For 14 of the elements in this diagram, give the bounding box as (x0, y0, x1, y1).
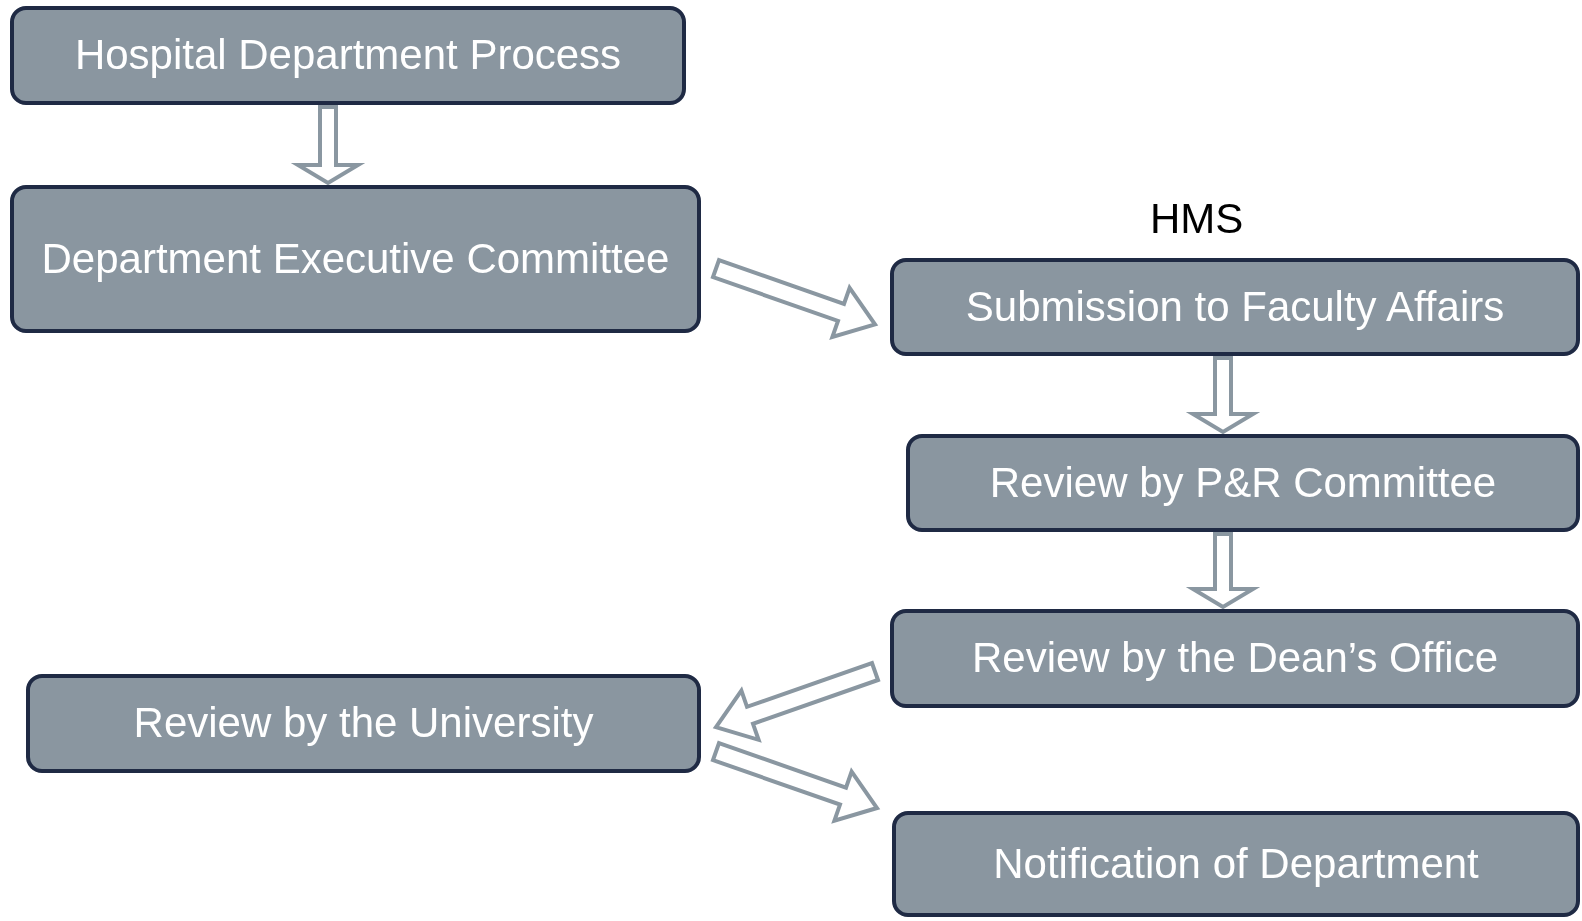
process-box: Submission to Faculty Affairs (890, 258, 1580, 356)
block-arrow (710, 740, 881, 824)
block-arrow (712, 660, 881, 743)
process-box: Review by the University (26, 674, 701, 773)
process-box: Review by the Dean’s Office (890, 609, 1580, 708)
block-arrow (290, 105, 366, 186)
process-box: Department Executive Committee (10, 185, 701, 333)
block-arrow (710, 257, 879, 340)
group-heading: HMS (1150, 198, 1244, 240)
process-box: Review by P&R Committee (906, 434, 1580, 532)
block-arrow (1185, 532, 1261, 610)
process-box: Hospital Department Process (10, 6, 686, 105)
block-arrow (1185, 356, 1261, 435)
process-box: Notification of Department (892, 811, 1580, 917)
